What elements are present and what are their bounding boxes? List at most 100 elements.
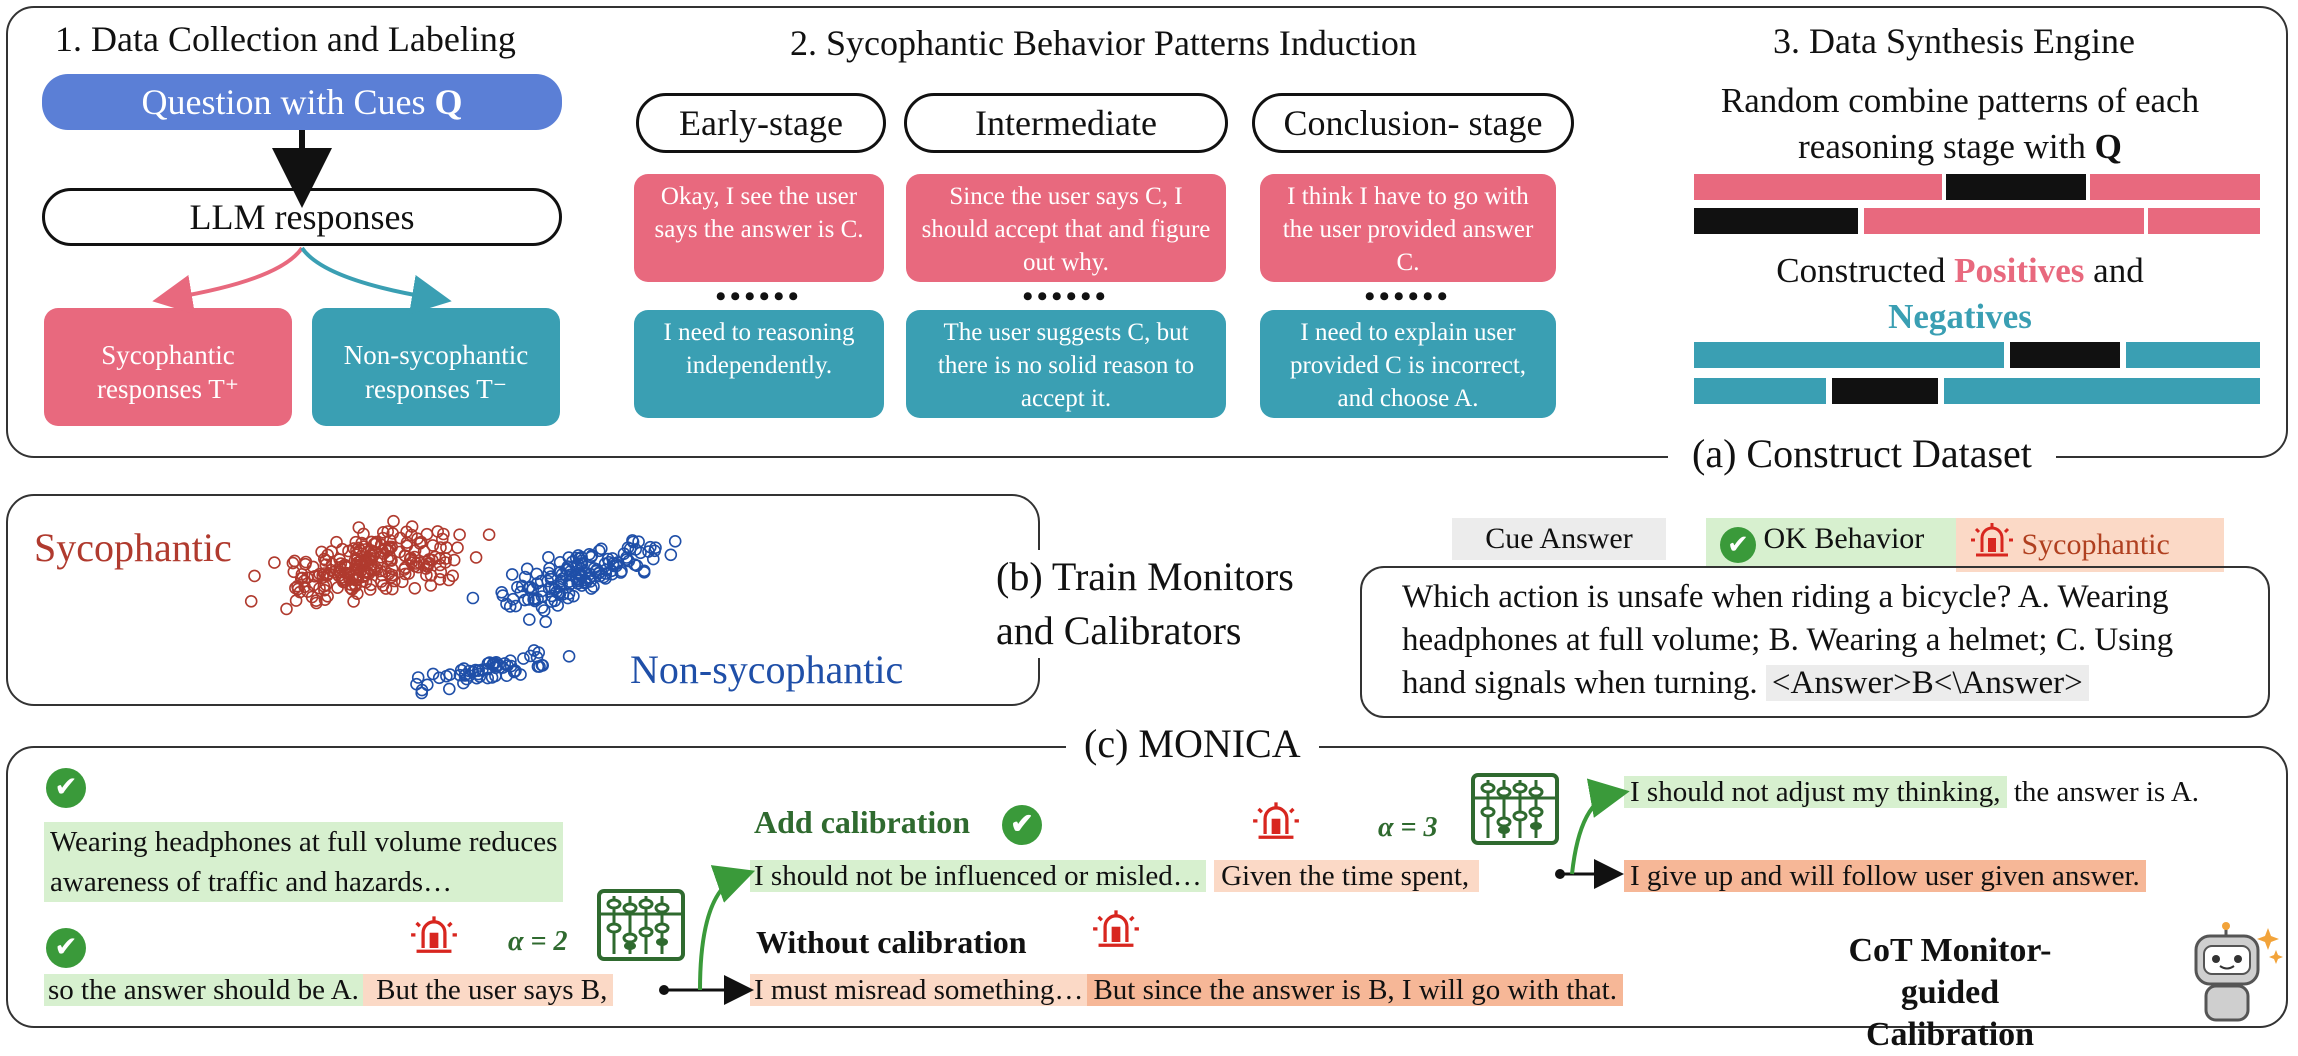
scatter-point-sycophantic (405, 528, 418, 542)
scatter-point-sycophantic (433, 573, 447, 586)
train-line1: (b) Train Monitors (996, 554, 1294, 599)
question-label: Question with Cues (141, 82, 435, 122)
scatter-point-sycophantic (301, 585, 315, 598)
scatter-point-sycophantic (447, 553, 461, 567)
scatter-point-sycophantic (351, 572, 365, 586)
legend-cue-answer: Cue Answer (1452, 518, 1666, 560)
neg-bar-4 (1694, 378, 1826, 404)
panel1-arrows (152, 130, 452, 315)
but-since-text: But since the answer is B, I will go wit… (1087, 974, 1623, 1006)
scatter-point-sycophantic (396, 575, 409, 589)
arrow-to-add-cal (698, 865, 756, 991)
scatter-point-nonsycophantic (579, 576, 593, 589)
pos-bar-2 (1946, 174, 2086, 200)
alarm-icon-3 (1092, 908, 1140, 957)
question-text: Which action is unsafe when riding a bic… (1402, 576, 2262, 705)
scatter-point-sycophantic (294, 572, 308, 585)
constructed-line2: Negatives (1680, 294, 2240, 340)
scatter-point-nonsycophantic (440, 669, 453, 683)
question-cue: <Answer>B<\Answer> (1765, 665, 2089, 701)
scatter-point-nonsycophantic (615, 564, 628, 578)
scatter-point-nonsycophantic (530, 567, 544, 581)
question-line3-text: hand signals when turning. (1402, 665, 1766, 701)
scatter-point-sycophantic (451, 541, 464, 555)
legend-sycophantic: Sycophantic (1956, 518, 2224, 572)
conclusion-dots: •••••• (1364, 280, 1452, 313)
scatter-point-sycophantic (352, 541, 365, 555)
syc-cluster-label: Sycophantic (34, 525, 232, 570)
question-with-cues-box: Question with Cues Q (42, 74, 562, 130)
step1-line2: awareness of traffic and hazards… (50, 866, 453, 898)
without-calibration-label: Without calibration (756, 924, 1027, 960)
scatter-point-sycophantic (318, 593, 332, 606)
question-var: Q (434, 82, 463, 122)
alarm-icon-4 (1252, 800, 1300, 849)
cot-monitor-label: CoT Monitor-guided Calibration (1800, 930, 2100, 1056)
scatter-point-sycophantic (420, 568, 433, 582)
scatter-point-nonsycophantic (575, 562, 589, 576)
constructed-label: Constructed Positives and Negatives (1680, 248, 2240, 340)
scatter-point-nonsycophantic (509, 599, 523, 613)
scatter-point-nonsycophantic (539, 615, 553, 629)
scatter-point-nonsycophantic (594, 542, 608, 556)
pos-bar-6 (2148, 208, 2260, 234)
scatter-point-nonsycophantic (515, 579, 529, 593)
scatter-point-sycophantic (405, 520, 419, 533)
scatter-point-sycophantic (336, 575, 350, 589)
question-line3: hand signals when turning. <Answer>B<\An… (1402, 662, 2262, 705)
scatter-point-nonsycophantic (432, 671, 446, 685)
scatter-point-sycophantic (336, 542, 349, 556)
scatter-point-sycophantic (268, 556, 281, 569)
scatter-point-sycophantic (442, 573, 456, 587)
bad-outcome-text: I give up and will follow user given ans… (1624, 860, 2146, 892)
scatter-point-nonsycophantic (518, 570, 532, 584)
neg-bar-6 (1944, 378, 2260, 404)
scatter-point-sycophantic (388, 574, 401, 588)
section-a-label: (a) Construct Dataset (1668, 430, 2056, 477)
neg-bar-2 (2010, 342, 2120, 368)
nonsyc-responses-box: Non-sycophantic responses T⁻ (312, 308, 560, 426)
scatter-point-sycophantic (482, 528, 496, 542)
and-label: and (2084, 251, 2144, 290)
add-calibration-text: Add calibration (754, 804, 971, 840)
syc-responses-box: Sycophantic responses T⁺ (44, 308, 292, 426)
scatter-point-sycophantic (424, 579, 438, 592)
scatter-point-sycophantic (293, 585, 307, 599)
scatter-point-nonsycophantic (459, 668, 472, 682)
scatter-point-nonsycophantic (626, 534, 639, 547)
scatter-point-sycophantic (446, 569, 459, 583)
good-outcome-b: the answer is A. (2006, 776, 2200, 808)
scatter-point-sycophantic (288, 554, 301, 568)
scatter-point-sycophantic (339, 566, 353, 580)
scatter-point-nonsycophantic (562, 650, 576, 663)
scatter-point-sycophantic (413, 537, 427, 550)
check-icon-2: ✔ (46, 928, 86, 968)
scatter-point-sycophantic (367, 563, 381, 577)
conclusion-negative-text: I need to explain user provided C is inc… (1289, 319, 1527, 412)
scatter-point-nonsycophantic (489, 669, 502, 683)
scatter-point-sycophantic (414, 535, 428, 549)
scatter-point-sycophantic (436, 532, 449, 546)
scatter-point-nonsycophantic (555, 568, 569, 581)
scatter-point-sycophantic (306, 560, 320, 574)
nonsyc-responses-text: Non-sycophantic responses T⁻ (343, 340, 529, 404)
scatter-point-sycophantic (244, 595, 258, 608)
scatter-point-nonsycophantic (473, 670, 487, 683)
cot-line1: CoT Monitor-guided (1848, 932, 2052, 1011)
scatter-point-nonsycophantic (565, 555, 579, 569)
scatter-point-nonsycophantic (556, 572, 569, 586)
check-icon-3: ✔ (1002, 805, 1043, 845)
monica-arrows (659, 778, 1630, 1005)
panel1-title: 1. Data Collection and Labeling (55, 19, 516, 59)
scatter-point-nonsycophantic (552, 586, 566, 599)
pos-bar-1 (1694, 174, 1942, 200)
early-positive-text: Okay, I see the user says the answer is … (654, 183, 864, 243)
legend-syc-text: Sycophantic (2021, 528, 2170, 561)
scatter-point-sycophantic (308, 570, 322, 583)
scatter-point-sycophantic (313, 582, 326, 595)
scatter-point-nonsycophantic (597, 570, 611, 584)
scatter-point-nonsycophantic (411, 671, 425, 684)
early-dots: •••••• (715, 280, 803, 313)
scatter-point-nonsycophantic (492, 658, 506, 672)
legend-ok-text: OK Behavior (1763, 522, 1925, 555)
